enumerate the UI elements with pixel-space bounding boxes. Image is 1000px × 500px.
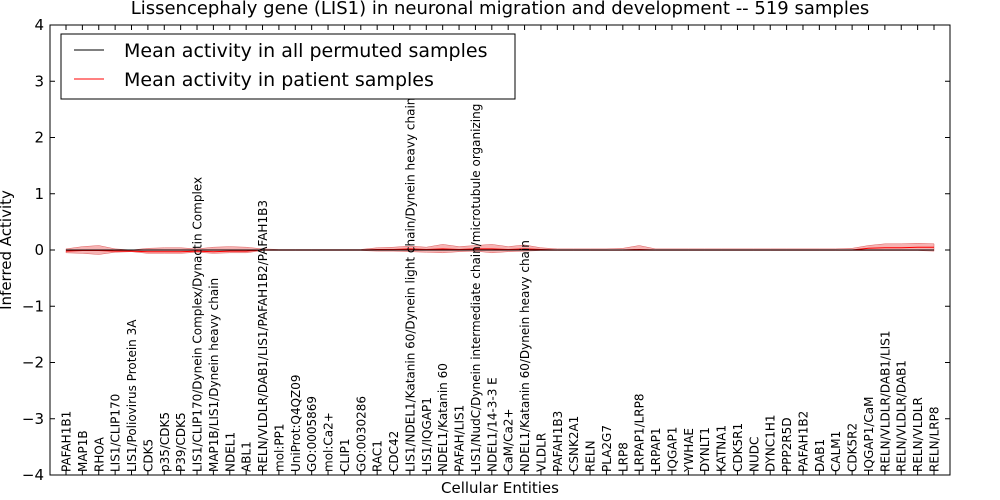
x-tick-label: PAFAH/LIS1 <box>453 405 467 472</box>
x-tick-label: DAB1 <box>813 439 827 472</box>
x-tick-label: MAP1B/LIS1/Dynein heavy chain <box>207 278 221 472</box>
x-tick-label: CSNK2A1 <box>567 416 581 472</box>
x-tick-label: CaM/Ca2+ <box>502 408 516 472</box>
x-axis-label: Cellular Entities <box>441 479 559 497</box>
chart-title: Lissencephaly gene (LIS1) in neuronal mi… <box>131 0 870 19</box>
x-tick-label: LIS1/NudC/Dynein intermediate chain/micr… <box>469 61 483 472</box>
y-tick-label: 3 <box>34 72 44 90</box>
y-tick-label: −4 <box>22 466 44 484</box>
x-tick-label: YWHAE <box>682 428 696 473</box>
legend: Mean activity in all permuted samples Me… <box>60 33 516 100</box>
x-tick-label: LIS1/CLIP170 <box>109 394 123 472</box>
x-tick-label: CDK5R2 <box>846 423 860 472</box>
x-tick-label: PAFAH1B3 <box>551 411 565 472</box>
series-line-layer <box>65 246 934 253</box>
y-axis-label: Inferred Activity <box>0 190 15 310</box>
x-tick-label: RELN/VLDLR <box>911 397 925 472</box>
x-tick-label: LIS1/NDEL1/Katanin 60/Dynein light chain… <box>403 98 417 472</box>
y-tick-label: 0 <box>34 241 44 259</box>
x-tick-label: CDC42 <box>387 431 401 472</box>
x-tick-label: LRP8 <box>616 442 630 472</box>
x-tick-label: DYNC1H1 <box>764 414 778 472</box>
x-tick-label: RELN <box>584 440 598 472</box>
x-tick-label: RELN/VLDLR/DAB1/LIS1/PAFAH1B2/PAFAH1B3 <box>256 200 270 472</box>
legend-label-permuted: Mean activity in all permuted samples <box>124 40 487 62</box>
x-tick-label: CLIP1 <box>338 439 352 472</box>
x-tick-label: P39/CDK5 <box>174 412 188 472</box>
x-tick-label: LRPAP1 <box>649 427 663 472</box>
x-tick-label: IQGAP1 <box>666 427 680 472</box>
x-tick-label: KATNA1 <box>715 425 729 472</box>
x-tick-label: UniProt:Q4QZ09 <box>289 374 303 472</box>
x-tick-label: LIS1/IQGAP1 <box>420 397 434 472</box>
x-tick-label: ABL1 <box>240 441 254 472</box>
x-tick-label: RELN/VLDLR/DAB1 <box>895 360 909 472</box>
y-tick-label: −3 <box>22 410 44 428</box>
legend-label-patient: Mean activity in patient samples <box>124 69 434 91</box>
x-tick-label: NDEL1 <box>223 432 237 472</box>
x-tick-label: DYNLT1 <box>698 427 712 472</box>
x-tick-label: CALM1 <box>829 431 843 472</box>
x-tick-label: VLDLR <box>534 433 548 472</box>
x-tick-label: PAFAH1B1 <box>60 411 74 472</box>
x-tick-label: RAC1 <box>371 440 385 472</box>
x-tick-label: GO:0030286 <box>354 396 368 472</box>
x-tick-label: PPP2R5D <box>780 417 794 472</box>
x-tick-label: LIS1/CLIP170/Dynein Complex/Dynactin Com… <box>191 177 205 472</box>
x-tick-label: LIS1/Poliovirus Protein 3A <box>125 319 139 472</box>
y-tick-label: −2 <box>22 354 44 372</box>
x-tick-label: p35/CDK5 <box>158 412 172 472</box>
y-tick-label: −1 <box>22 297 44 315</box>
x-tick-label: RELN/LRP8 <box>928 406 942 472</box>
y-tick-label: 2 <box>34 129 44 147</box>
legend-box <box>60 33 516 100</box>
x-tick-label: mol:PP1 <box>272 423 286 472</box>
y-tick-label: 4 <box>34 16 44 34</box>
x-tick-label: MAP1B <box>76 430 90 472</box>
y-axis: −4 −3 −2 −1 0 1 2 3 4 <box>22 16 950 484</box>
x-tick-label: LRPAP1/LRP8 <box>633 393 647 472</box>
x-tick-label: RHOA <box>92 436 106 472</box>
x-tick-label: NDEL1/14-3-3 E <box>485 377 499 472</box>
x-tick-label: PLA2G7 <box>600 425 614 472</box>
x-tick-label: RELN/VLDLR/DAB1/LIS1 <box>878 331 892 472</box>
x-tick-label: mol:Ca2+ <box>322 412 336 472</box>
x-tick-label: CDK5R1 <box>731 423 745 472</box>
x-tick-label: NDEL1/Katanin 60/Dynein heavy chain <box>518 240 532 472</box>
x-tick-label: PAFAH1B2 <box>797 411 811 472</box>
x-tick-label: CDK5 <box>141 439 155 472</box>
y-tick-label: 1 <box>34 185 44 203</box>
x-tick-label: IQGAP1/CaM <box>862 397 876 473</box>
x-tick-label: NUDC <box>747 437 761 472</box>
x-tick-label: GO:0005869 <box>305 396 319 472</box>
x-tick-label: NDEL1/Katanin 60 <box>436 363 450 472</box>
